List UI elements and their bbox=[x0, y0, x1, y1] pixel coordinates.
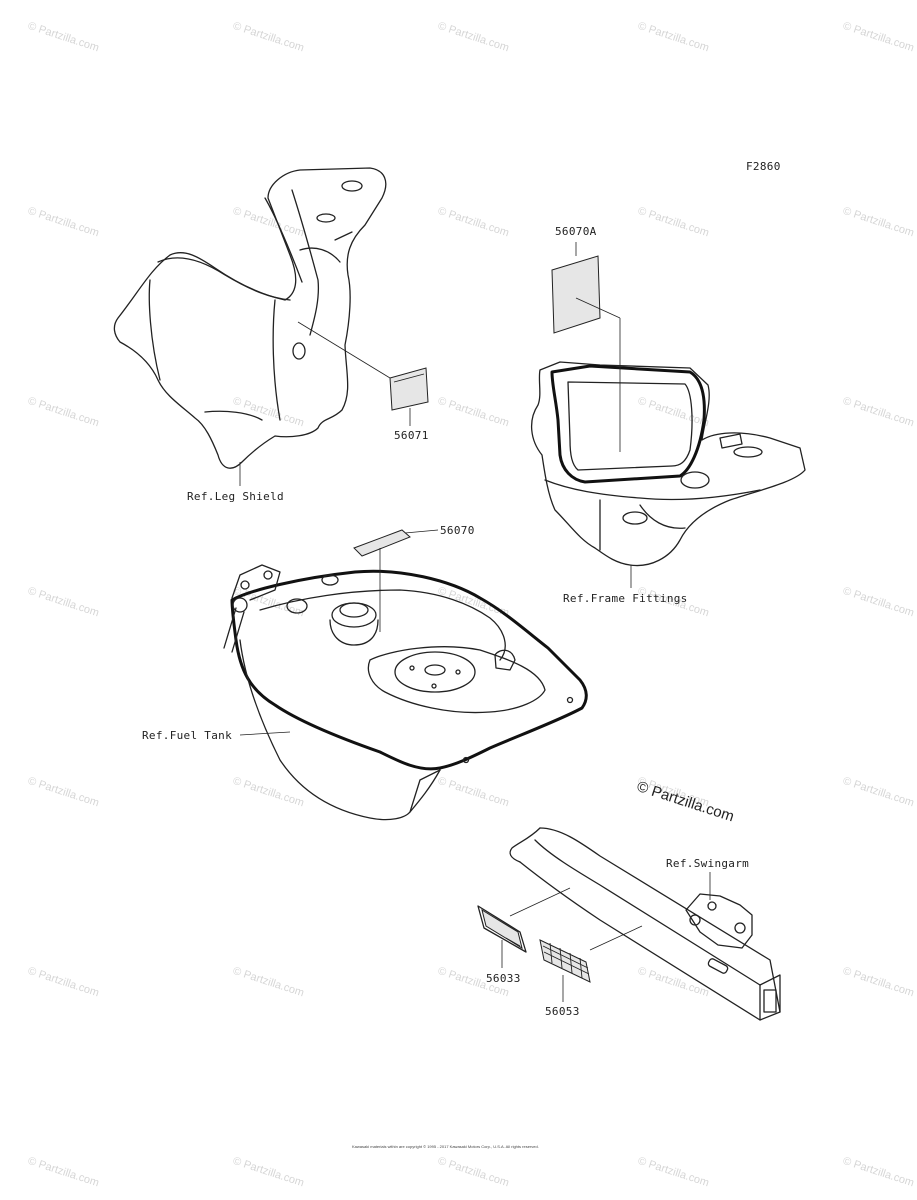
part-number-56070[interactable]: 56070 bbox=[440, 524, 475, 537]
part-56033-label bbox=[477, 887, 571, 968]
frame-fittings-part bbox=[531, 361, 806, 588]
part-number-56053[interactable]: 56053 bbox=[545, 1005, 580, 1018]
copyright-footer: Kawasaki materials within are copyright … bbox=[352, 1144, 539, 1149]
swingarm-part bbox=[509, 827, 781, 1021]
diagram-code: F2860 bbox=[746, 160, 781, 173]
part-56071-label bbox=[297, 321, 429, 426]
leg-shield-part bbox=[113, 167, 387, 486]
ref-leg-shield: Ref.Leg Shield bbox=[187, 490, 284, 503]
part-56053-label bbox=[539, 925, 643, 1002]
part-number-56033[interactable]: 56033 bbox=[486, 972, 521, 985]
ref-fuel-tank: Ref.Fuel Tank bbox=[142, 729, 232, 742]
part-56070-label bbox=[353, 529, 439, 632]
part-number-56070A[interactable]: 56070A bbox=[555, 225, 597, 238]
ref-swingarm: Ref.Swingarm bbox=[666, 857, 750, 870]
part-number-56071[interactable]: 56071 bbox=[394, 429, 429, 442]
ref-frame-fittings: Ref.Frame Fittings bbox=[563, 592, 688, 605]
fuel-tank-part bbox=[223, 564, 588, 821]
part-56070A-label bbox=[551, 242, 621, 452]
